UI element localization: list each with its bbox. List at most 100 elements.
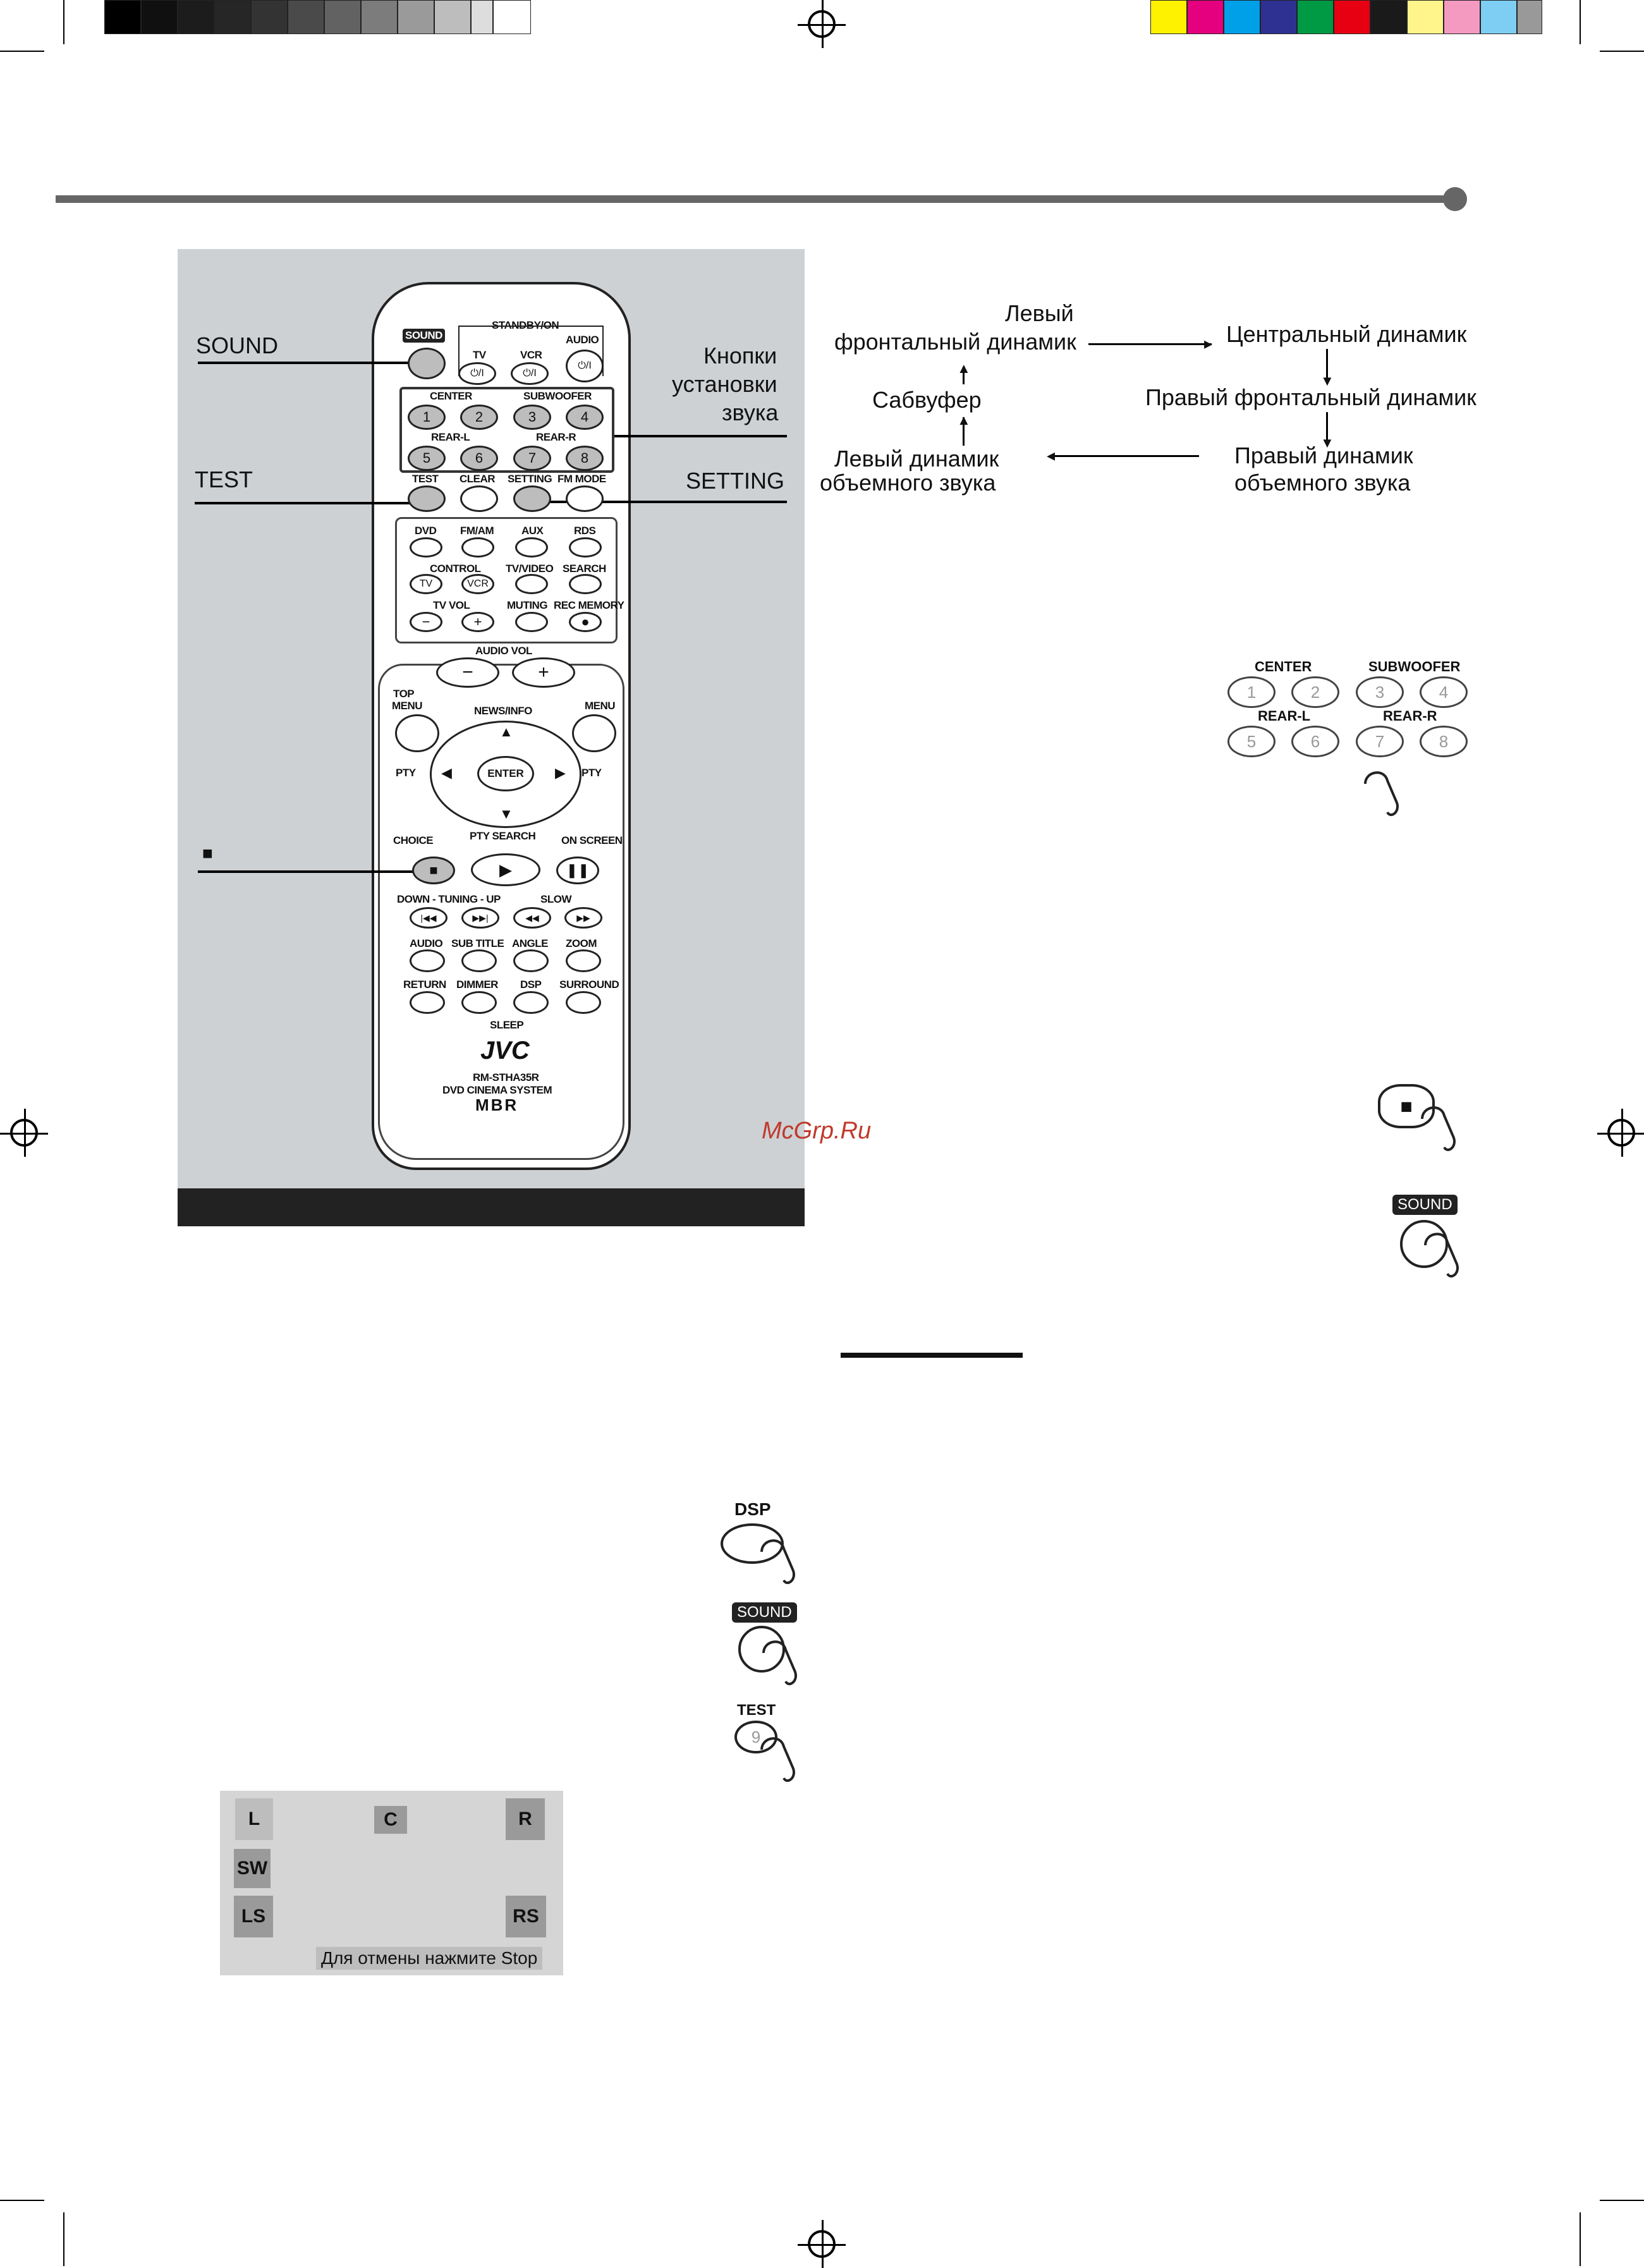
remote-panel-footer xyxy=(178,1188,805,1226)
remote-audiovol-plus-button[interactable]: + xyxy=(512,657,575,688)
remote-vcr-label: VCR xyxy=(520,349,542,361)
remote-dvd-label: DVD xyxy=(415,525,437,537)
remote-angle-button[interactable] xyxy=(513,949,549,972)
remote-audio-power-button[interactable]: ⏻/I xyxy=(566,350,604,382)
remote-topmenu-button[interactable] xyxy=(395,714,439,752)
remote-model-desc: DVD CINEMA SYSTEM xyxy=(442,1084,552,1096)
remote-play-button[interactable]: ▶ xyxy=(471,853,540,886)
remote-digit-4[interactable]: 4 xyxy=(566,405,604,430)
remote-muting-button[interactable] xyxy=(515,612,548,632)
remote-tvvideo-label: TV/VIDEO xyxy=(506,563,554,575)
flow-surround-left-2: объемного звука xyxy=(820,470,996,496)
remote-tuning-label: DOWN - TUNING - UP xyxy=(397,893,501,905)
remote-digit-6[interactable]: 6 xyxy=(460,446,498,471)
remote-zoom-button[interactable] xyxy=(566,949,601,972)
remote-surround-button[interactable] xyxy=(566,991,601,1014)
test-button-icon: 9 xyxy=(734,1721,777,1753)
remote-tv-label: TV xyxy=(473,349,486,361)
remote-zoom-label: ZOOM xyxy=(566,937,597,949)
sound-finger-icon xyxy=(1424,1233,1459,1277)
remote-rear-l-label: REAR-L xyxy=(431,431,470,443)
osd-speaker-c: C xyxy=(374,1806,407,1834)
keypad-digit-5[interactable]: 5 xyxy=(1227,726,1276,757)
flow-arrowhead-up2-icon: ▲ xyxy=(957,360,971,376)
callout-sound: SOUND xyxy=(196,332,279,358)
remote-digit-3[interactable]: 3 xyxy=(513,405,551,430)
remote-control-vcr-button[interactable]: VCR xyxy=(461,574,494,594)
remote-digit-7[interactable]: 7 xyxy=(513,446,551,471)
remote-return-button[interactable] xyxy=(410,991,445,1014)
remote-setting-button[interactable] xyxy=(513,485,551,512)
remote-tvvideo-button[interactable] xyxy=(515,574,548,594)
remote-angle-label: ANGLE xyxy=(512,937,549,949)
registration-mark-right xyxy=(1597,1109,1644,1157)
remote-recmemory-button[interactable]: ● xyxy=(569,612,602,632)
remote-dvd-button[interactable] xyxy=(410,537,442,558)
remote-control-tv-button[interactable]: TV xyxy=(410,574,442,594)
flow-subwoofer: Сабвуфер xyxy=(872,387,982,413)
remote-tv-power-button[interactable]: ⏻/I xyxy=(458,362,496,385)
flow-arrow-sw-to-fl xyxy=(963,367,965,384)
sound-icon-label: SOUND xyxy=(1392,1195,1458,1215)
flow-arrowhead-down-icon: ▼ xyxy=(1320,373,1334,389)
remote-fmam-button[interactable] xyxy=(461,537,494,558)
remote-digit-2[interactable]: 2 xyxy=(460,405,498,430)
osd-speaker-r: R xyxy=(506,1798,545,1840)
remote-search-button[interactable] xyxy=(569,574,602,594)
remote-digit-8[interactable]: 8 xyxy=(566,446,604,471)
keypad-center-label: CENTER xyxy=(1255,659,1312,674)
keypad-digit-4[interactable]: 4 xyxy=(1420,676,1468,708)
remote-dsp-button[interactable] xyxy=(513,991,549,1014)
remote-fmmode-button[interactable] xyxy=(566,485,604,512)
remote-source-block xyxy=(395,517,618,643)
remote-subtitle-button[interactable] xyxy=(461,949,497,972)
remote-setting-label: SETTING xyxy=(508,473,552,485)
keypad-digit-8[interactable]: 8 xyxy=(1420,726,1468,757)
osd-speaker-rs: RS xyxy=(506,1896,546,1937)
remote-control-label: CONTROL xyxy=(430,563,481,575)
remote-left-arrow-icon[interactable]: ◀ xyxy=(441,765,452,781)
remote-stop-button[interactable]: ■ xyxy=(412,857,455,884)
keypad-digit-1[interactable]: 1 xyxy=(1227,676,1276,708)
flow-front-left-2: фронтальный динамик xyxy=(834,329,1076,355)
remote-dimmer-button[interactable] xyxy=(461,991,497,1014)
remote-rear-r-label: REAR-R xyxy=(536,431,576,443)
remote-slow-fwd-button[interactable]: ▶▶ xyxy=(564,907,602,929)
remote-tvvol-minus-button[interactable]: − xyxy=(410,612,442,632)
remote-vcr-power-button[interactable]: ⏻/I xyxy=(511,362,549,385)
remote-slow-rev-button[interactable]: ◀◀ xyxy=(513,907,551,929)
remote-sleep-label: SLEEP xyxy=(490,1019,524,1031)
remote-return-label: RETURN xyxy=(403,979,446,991)
callout-line-setup xyxy=(613,435,787,437)
registration-mark-bottom xyxy=(798,2220,846,2268)
remote-dsp-label: DSP xyxy=(520,979,542,991)
remote-down-arrow-icon[interactable]: ▼ xyxy=(499,806,513,822)
remote-sound-button[interactable] xyxy=(408,348,446,379)
remote-clear-button[interactable] xyxy=(460,485,498,512)
remote-menu-button[interactable] xyxy=(572,714,616,752)
remote-audio-button[interactable] xyxy=(410,949,445,972)
flow-arrow-fl-to-c xyxy=(1088,343,1212,345)
remote-aux-button[interactable] xyxy=(515,537,548,558)
keypad-finger-icon xyxy=(1364,771,1399,816)
keypad-digit-3[interactable]: 3 xyxy=(1356,676,1404,708)
remote-digit-5[interactable]: 5 xyxy=(408,446,446,471)
remote-digit-1[interactable]: 1 xyxy=(408,405,446,430)
sound-button2-icon xyxy=(738,1626,785,1673)
remote-test-button[interactable] xyxy=(408,485,446,512)
remote-enter-button[interactable]: ENTER xyxy=(477,756,534,791)
remote-tvvol-plus-button[interactable]: + xyxy=(461,612,494,632)
remote-pause-button[interactable]: ❚❚ xyxy=(556,857,599,884)
keypad-digit-6[interactable]: 6 xyxy=(1291,726,1339,757)
flow-front-right: Правый фронтальный динамик xyxy=(1145,384,1477,410)
remote-sound-label: SOUND xyxy=(403,329,445,343)
keypad-digit-7[interactable]: 7 xyxy=(1356,726,1404,757)
flow-arrowhead-up-icon: ▲ xyxy=(957,412,971,428)
remote-audiovol-minus-button[interactable]: − xyxy=(436,657,499,688)
remote-next-button[interactable]: ▶▶| xyxy=(461,907,499,929)
remote-up-arrow-icon[interactable]: ▲ xyxy=(499,724,513,740)
keypad-digit-2[interactable]: 2 xyxy=(1291,676,1339,708)
remote-right-arrow-icon[interactable]: ▶ xyxy=(555,765,566,781)
remote-prev-button[interactable]: |◀◀ xyxy=(410,907,448,929)
remote-rds-button[interactable] xyxy=(569,537,602,558)
